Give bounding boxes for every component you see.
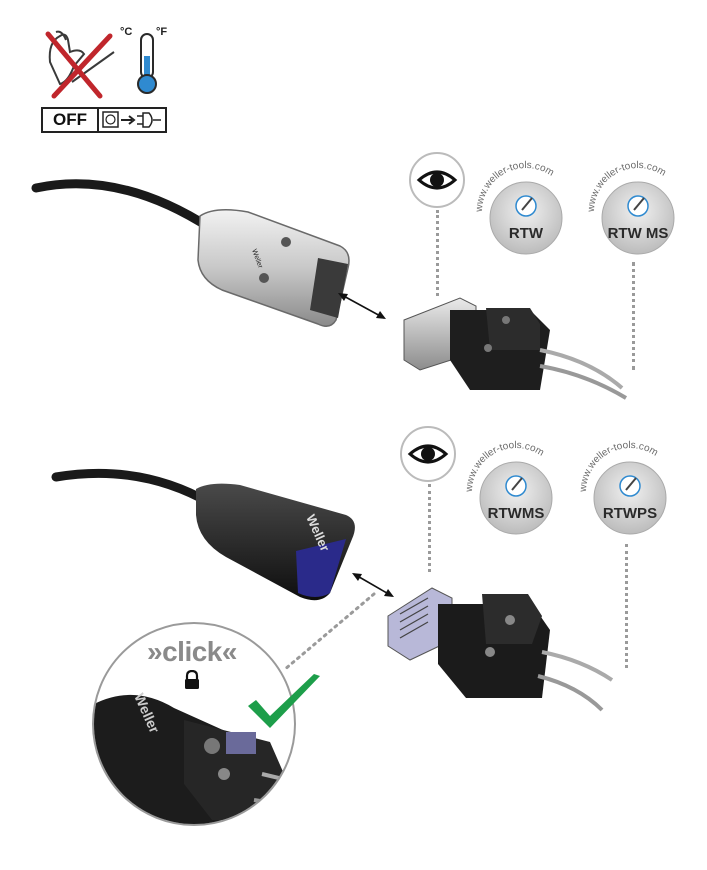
- svg-text:RTWMS: RTWMS: [488, 505, 545, 522]
- off-label: OFF: [43, 109, 99, 131]
- eye-badge-bottom: [400, 426, 456, 482]
- dotted-line-to-zoom: [278, 590, 378, 674]
- bottom-cable-and-handle: Weller: [0, 455, 380, 605]
- dotted-line-bottom-right: [625, 544, 628, 668]
- dotted-line-top-left: [436, 210, 439, 296]
- unit-fahrenheit: °F: [156, 26, 168, 38]
- thermometer-icon: [122, 26, 172, 96]
- badge-rtwps: www.weller-tools.com RTWPS: [566, 432, 694, 542]
- eye-icon: [416, 170, 458, 190]
- badge-rtw-ms: www.weller-tools.com RTW MS: [574, 152, 702, 262]
- svg-text:RTWPS: RTWPS: [603, 505, 657, 522]
- badge-rtw: www.weller-tools.com RTW: [462, 152, 590, 262]
- dotted-line-bottom-left: [428, 484, 431, 572]
- dotted-line-top-right: [632, 262, 635, 370]
- double-arrow-icon-bottom: [348, 568, 398, 602]
- rtw-tweezer-tip: [390, 290, 640, 410]
- svg-text:RTW: RTW: [509, 225, 544, 242]
- click-label: »click«: [147, 636, 237, 667]
- unit-celsius: °C: [120, 26, 133, 38]
- lock-icon: [183, 669, 201, 690]
- badge-rtwms: www.weller-tools.com RTWMS: [452, 432, 580, 542]
- eye-icon: [407, 444, 449, 464]
- svg-text:RTW MS: RTW MS: [608, 225, 669, 242]
- unplug-icon: [99, 109, 165, 131]
- checkmark-icon: [244, 670, 324, 734]
- top-cable-and-handle: Weller: [0, 150, 400, 350]
- eye-badge-top: [409, 152, 465, 208]
- off-unplug-box: OFF: [41, 107, 167, 133]
- click-zoom-circle: Weller: [92, 622, 296, 826]
- double-arrow-icon: [334, 288, 390, 324]
- rtwms-tweezer-tip: [382, 580, 622, 715]
- no-touch-hot-icon: [40, 22, 120, 100]
